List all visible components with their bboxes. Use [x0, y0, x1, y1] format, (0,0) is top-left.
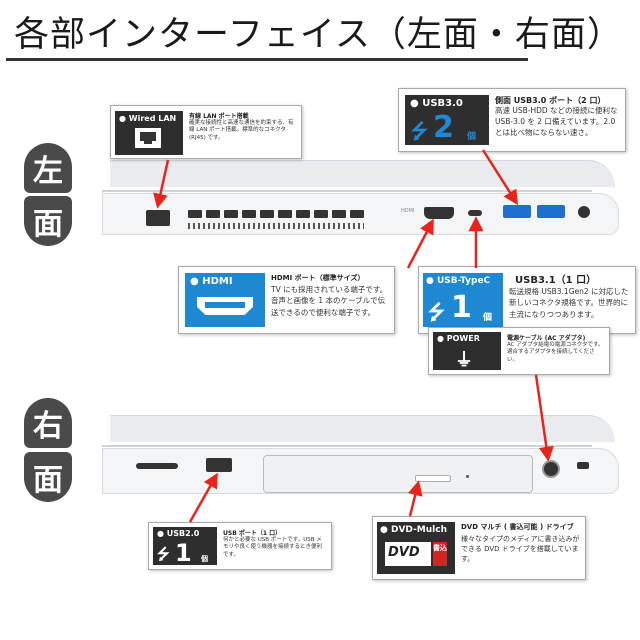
lid-seam-right [102, 445, 592, 447]
callout-hdmi: ● HDMI HDMI ポート（標準サイズ） TV にも採用されている端子です。… [178, 266, 395, 334]
dvd-title: DVD マルチ ( 書込可能 ) ドライブ [461, 523, 574, 531]
card-slot [136, 463, 178, 469]
plug-icon: ⏚ [455, 350, 473, 371]
usb20-tag: ● USB2.0 ⭍ 1 個 [153, 527, 217, 567]
arrow-dvd [407, 480, 423, 517]
lan-port [146, 210, 170, 226]
usb20-count: 1 [175, 539, 192, 567]
usb20-title: USB ポート（1 口） [223, 530, 282, 537]
usb30-unit: 個 [467, 132, 477, 142]
usb30-port-2 [537, 205, 565, 218]
vent-slots [188, 223, 364, 229]
wired-lan-title: 有線 LAN ポート搭載 [189, 113, 249, 120]
left-side-badge-top: 左 [24, 143, 72, 193]
usb20-port [206, 458, 232, 472]
wired-lan-tag: ● Wired LAN [115, 111, 183, 155]
usb-icon: ⭍ [428, 300, 445, 324]
usb30-count: 2 [433, 110, 454, 145]
power-tag: ● POWER ⏚ [433, 332, 501, 371]
dvd-text: 様々なタイプのメディアに書き込みができる DVD ドライブを搭載しています。 [461, 535, 580, 564]
usb-icon: ⭍ [157, 545, 170, 563]
dvd-drive [263, 455, 533, 493]
lan-port-icon [135, 128, 161, 148]
title-underline [6, 58, 528, 61]
dvd-write-badge: 書込 [433, 542, 447, 566]
usb30-text: 高速 USB-HDD などの接続に便利な USB-3.0 を 2 口備えています… [495, 106, 618, 137]
usb-icon: ⭍ [411, 119, 428, 143]
right-side-badge-top: 右 [24, 398, 72, 448]
usbc-port [468, 210, 482, 216]
dvd-led [466, 475, 469, 478]
lid-seam [102, 190, 592, 192]
arrow-usb30 [481, 149, 519, 206]
right-side-badge-bottom: 面 [24, 452, 72, 502]
arrow-wired-lan [153, 159, 170, 209]
usbc-text: 転送規格 USB3.1Gen2 に対応した新しいコネクタ規格です。世界的に主流に… [509, 287, 629, 319]
usb30-port-1 [503, 205, 531, 218]
wired-lan-text: 確実な接続性と高速な通信を約束する、有線 LAN ポート搭載。標準的なコネクタ … [189, 120, 294, 141]
security-lock-slot [577, 462, 589, 469]
dvd-eject-button [415, 475, 451, 482]
usb30-tag: ● USB3.0 ⭍ 2 個 [405, 95, 489, 145]
arrow-hdmi [406, 218, 434, 269]
hdmi-title: HDMI ポート（標準サイズ） [271, 274, 365, 282]
callout-dvd: ● DVD-Mulch DVD 書込 DVD マルチ ( 書込可能 ) ドライブ… [372, 516, 586, 580]
hdmi-tag: ● HDMI [185, 273, 265, 327]
usb20-text: 何かと必要な USB ポートです。USB メモリや良く使う機器を接続するとき便利… [223, 537, 323, 558]
laptop-lid-right [110, 415, 615, 442]
arrow-usb20 [188, 472, 218, 523]
callout-wired-lan: ● Wired LAN 有線 LAN ポート搭載 確実な接続性と高速な通信を約束… [110, 105, 302, 159]
usbc-unit: 個 [483, 313, 493, 323]
callout-usb20: ● USB2.0 ⭍ 1 個 USB ポート（1 口） 何かと必要な USB ポ… [148, 522, 332, 570]
power-text: AC アダプタ給電の電源コネクタです。適合するアダプタを接続してください。 [507, 342, 604, 363]
hdmi-text: TV にも採用されている端子です。音声と画像を 1 本のケーブルで伝送できるので… [271, 285, 388, 317]
usbc-title: USB3.1（1 口） [515, 275, 597, 286]
usb20-unit: 個 [201, 555, 208, 563]
left-side-badge-bottom: 面 [24, 196, 72, 246]
callout-power: ● POWER ⏚ 電源ケーブル (AC アダプタ) AC アダプタ給電の電源コ… [428, 327, 610, 375]
page-title: 各部インターフェイス（左面・右面） [14, 15, 623, 55]
laptop-lid [110, 160, 615, 187]
usb30-title: 側面 USB3.0 ポート（2 口） [495, 96, 606, 105]
callout-usb30: ● USB3.0 ⭍ 2 個 側面 USB3.0 ポート（2 口） 高速 USB… [398, 88, 626, 152]
usbc-tag: ● USB-TypeC ⭍ 1 個 [423, 273, 503, 327]
hdmi-port-label: HDMI [401, 208, 415, 214]
callout-usbc: ● USB-TypeC ⭍ 1 個 USB3.1（1 口） 転送規格 USB3.… [418, 266, 636, 334]
dvd-logo-icon: DVD [385, 542, 431, 566]
audio-jack [578, 206, 590, 218]
usbc-count: 1 [451, 290, 472, 325]
dvd-tag: ● DVD-Mulch DVD 書込 [377, 522, 455, 574]
hdmi-port [424, 207, 454, 219]
arrow-power [534, 374, 554, 462]
power-title: 電源ケーブル (AC アダプタ) [507, 335, 586, 342]
